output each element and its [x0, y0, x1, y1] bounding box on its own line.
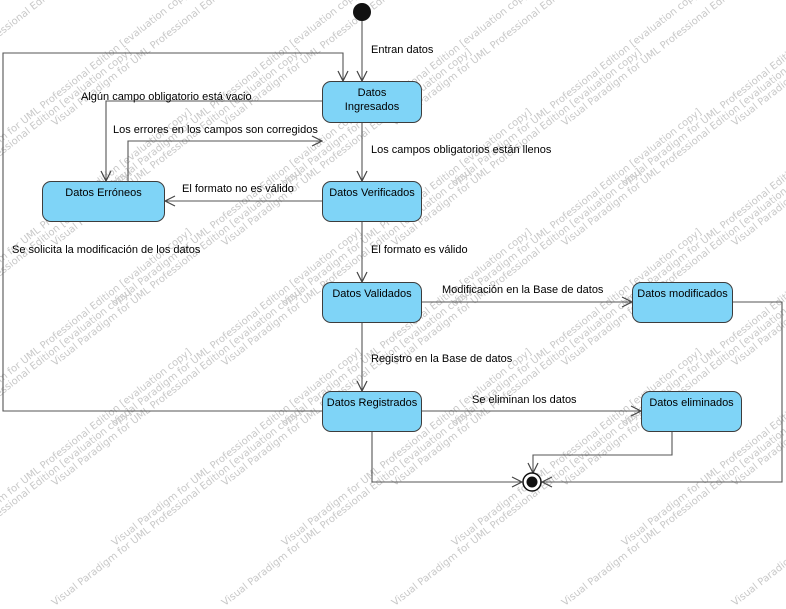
state-label: Datos Ingresados	[344, 87, 400, 113]
edge-registrados-final	[371, 432, 522, 482]
label-formato-no-valido: El formato no es válido	[182, 183, 294, 195]
state-datos-modificados[interactable]: Datos modificados	[632, 282, 733, 323]
state-label: Datos Validados	[332, 288, 412, 300]
label-entran-datos: Entran datos	[371, 44, 434, 56]
initial-node	[353, 3, 371, 21]
label-eliminan: Se eliminan los datos	[472, 394, 577, 406]
label-campos-llenos: Los campos obligatorios están llenos	[371, 144, 552, 156]
edge-modificados-final	[542, 301, 783, 482]
state-datos-ingresados[interactable]: Datos Ingresados	[322, 81, 422, 123]
state-datos-verificados[interactable]: Datos Verificados	[322, 181, 422, 222]
label-registro-bd: Registro en la Base de datos	[371, 353, 513, 365]
state-datos-erroneos[interactable]: Datos Erróneos	[42, 181, 165, 222]
state-label: Datos eliminados	[649, 397, 734, 409]
label-modificacion-bd: Modificación en la Base de datos	[442, 284, 604, 296]
state-label: Datos modificados	[637, 288, 728, 300]
edge-campo-vacio	[106, 100, 322, 181]
edge-eliminados-final	[533, 432, 673, 473]
state-label: Datos Verificados	[329, 187, 415, 199]
state-datos-eliminados[interactable]: Datos eliminados	[641, 391, 742, 432]
state-label: Datos Erróneos	[65, 187, 142, 199]
state-diagram-edges	[2, 3, 783, 492]
state-label: Datos Registrados	[326, 397, 418, 409]
state-datos-validados[interactable]: Datos Validados	[322, 282, 422, 323]
edge-registrados-loop	[2, 52, 343, 412]
label-formato-valido: El formato es válido	[371, 244, 468, 256]
state-datos-registrados[interactable]: Datos Registrados	[322, 391, 422, 432]
label-solicita-modificacion: Se solicita la modificación de los datos	[12, 244, 201, 256]
final-node	[522, 472, 542, 492]
edge-errores-corregidos	[127, 141, 322, 181]
label-errores-corregidos: Los errores en los campos son corregidos	[113, 124, 318, 136]
label-campo-vacio: Algún campo obligatorio está vacio	[81, 91, 252, 103]
